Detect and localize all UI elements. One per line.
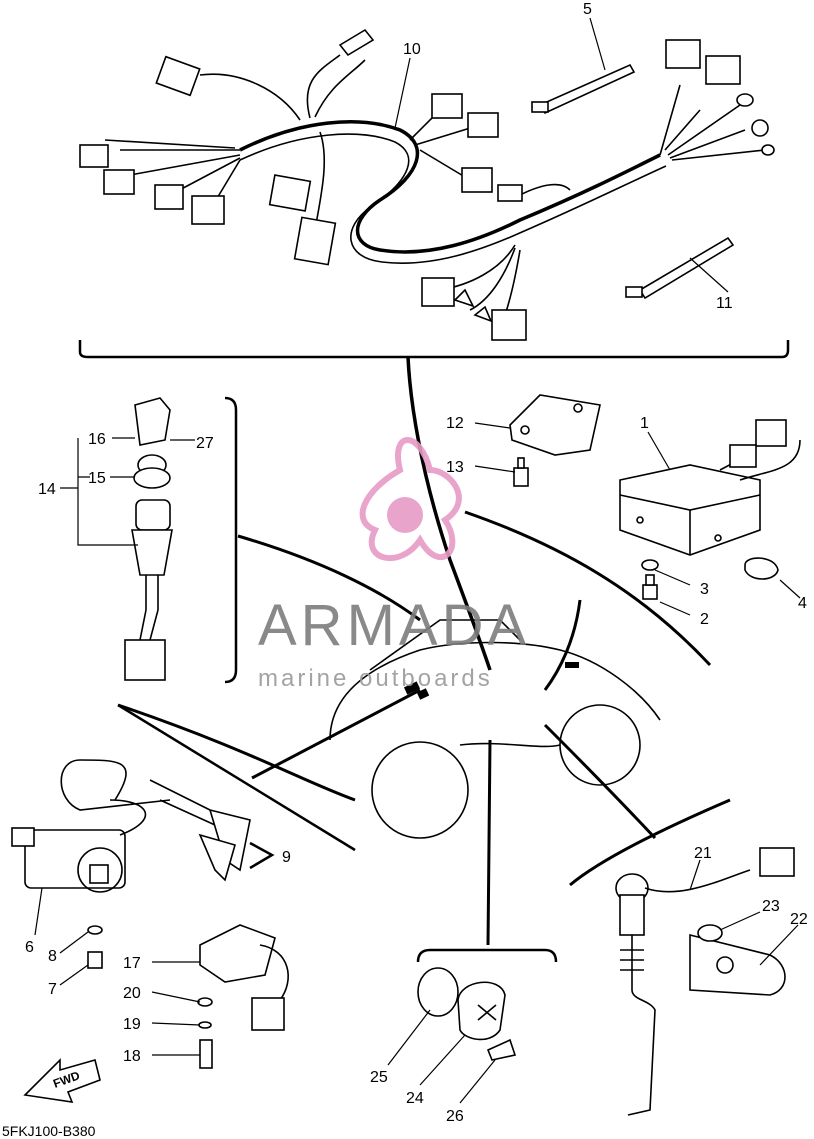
forward-arrow: FWD <box>23 1058 101 1103</box>
switch-bracket <box>224 396 238 684</box>
callout-3: 3 <box>700 581 709 598</box>
callout-6: 6 <box>25 939 34 956</box>
callout-14: 14 <box>38 481 56 498</box>
cdi-unit <box>619 419 801 600</box>
callout-18: 18 <box>123 1048 141 1065</box>
callout-8: 8 <box>48 948 57 965</box>
regulator <box>509 394 601 487</box>
main-switch <box>124 397 173 681</box>
plug-cap-bracket <box>249 841 275 870</box>
callout-23: 23 <box>762 898 780 915</box>
callout-2: 2 <box>700 611 709 628</box>
callout-27: 27 <box>196 435 214 452</box>
callout-4: 4 <box>798 595 807 612</box>
speed-sensor <box>615 847 795 1116</box>
callout-20: 20 <box>123 985 141 1002</box>
callout-11: 11 <box>716 295 733 312</box>
callout-22: 22 <box>790 911 808 928</box>
thermo-plate <box>417 967 517 1061</box>
leader-lines <box>34 17 801 1104</box>
rectifier <box>197 924 289 1069</box>
cable-tie-5 <box>531 63 636 115</box>
harness-bracket <box>78 340 790 359</box>
callout-1: 1 <box>640 415 649 432</box>
callout-labels: 1 2 3 4 5 6 7 8 9 10 11 12 13 14 15 16 1… <box>25 1 808 1125</box>
callout-17: 17 <box>123 955 141 972</box>
watermark-tagline: marine outboards <box>258 665 493 692</box>
ignition-coil <box>11 759 251 969</box>
callout-24: 24 <box>406 1090 424 1107</box>
watermark-brand: ARMADA <box>258 593 530 658</box>
watermark-logo-icon <box>387 497 423 533</box>
callout-21: 21 <box>694 845 712 862</box>
cable-tie-11 <box>625 236 735 300</box>
callout-12: 12 <box>446 415 464 432</box>
callout-7: 7 <box>48 981 57 998</box>
callout-25: 25 <box>370 1069 388 1086</box>
callout-26: 26 <box>446 1108 464 1125</box>
callout-16: 16 <box>88 431 106 448</box>
watermark: ARMADA marine outboards <box>258 437 530 692</box>
wire-harness <box>79 28 775 341</box>
callout-15: 15 <box>88 470 106 487</box>
callout-13: 13 <box>446 459 464 476</box>
callout-5: 5 <box>583 1 592 18</box>
callout-10: 10 <box>403 41 421 58</box>
diagram-code: 5FKJ100-B380 <box>2 1123 96 1139</box>
callout-9: 9 <box>282 849 291 866</box>
callout-19: 19 <box>123 1016 141 1033</box>
